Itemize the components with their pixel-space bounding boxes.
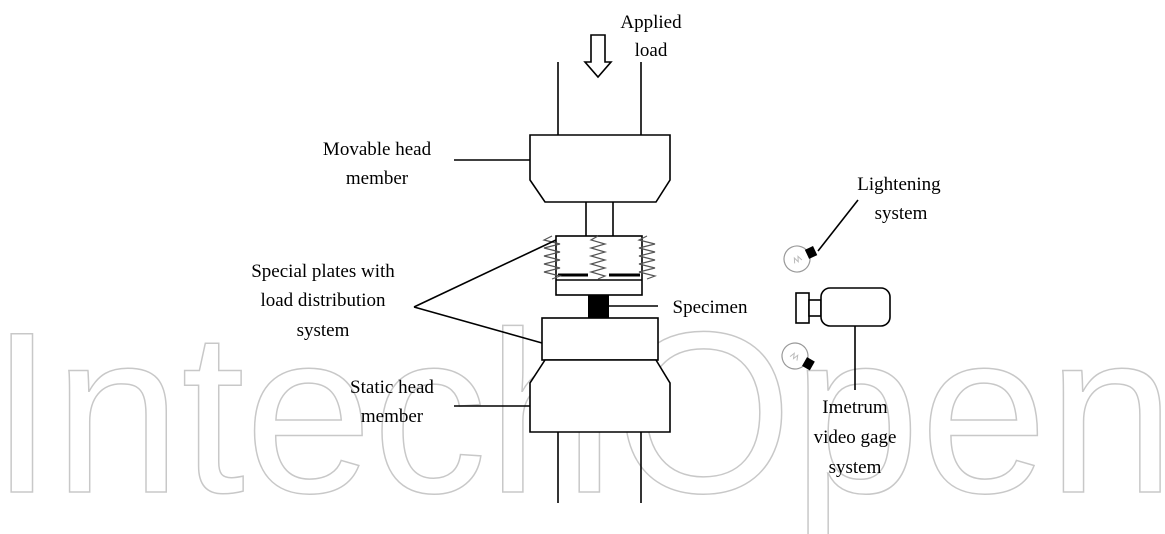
- movable-head-label-line2: member: [346, 168, 409, 189]
- imetrum-label-line1: Imetrum: [822, 397, 888, 418]
- down-arrow-icon: [583, 34, 613, 79]
- imetrum-label-line3: system: [829, 457, 882, 478]
- specimen-label: Specimen: [673, 297, 748, 318]
- lightening-leader: [817, 199, 859, 252]
- static-head-member: [529, 359, 671, 433]
- light-bulb-icon: [781, 342, 815, 371]
- applied-load-label-line2: load: [635, 40, 668, 61]
- movable-head-member: [529, 134, 671, 203]
- special-plates-leader-lower: [413, 306, 543, 344]
- special-plates-leader-upper: [413, 239, 557, 308]
- lower-special-plate: [541, 317, 659, 361]
- static-head-label-line2: member: [361, 406, 424, 427]
- lightening-label-line2: system: [875, 203, 928, 224]
- imetrum-label-line2: video gage: [814, 427, 897, 448]
- special-plates-label-line2: load distribution: [260, 290, 386, 311]
- special-plates-label-line1: Special plates with: [251, 261, 395, 282]
- static-head-label-line1: Static head: [350, 377, 434, 398]
- movable-head-label-line1: Movable head: [323, 139, 432, 160]
- specimen: [588, 295, 609, 318]
- light-bulb-icon: [783, 245, 818, 273]
- special-plates-assembly: [542, 235, 658, 296]
- applied-load-label-line1: Applied: [620, 12, 682, 33]
- special-plates-label-line3: system: [297, 320, 350, 341]
- lightening-label-line1: Lightening: [857, 174, 941, 195]
